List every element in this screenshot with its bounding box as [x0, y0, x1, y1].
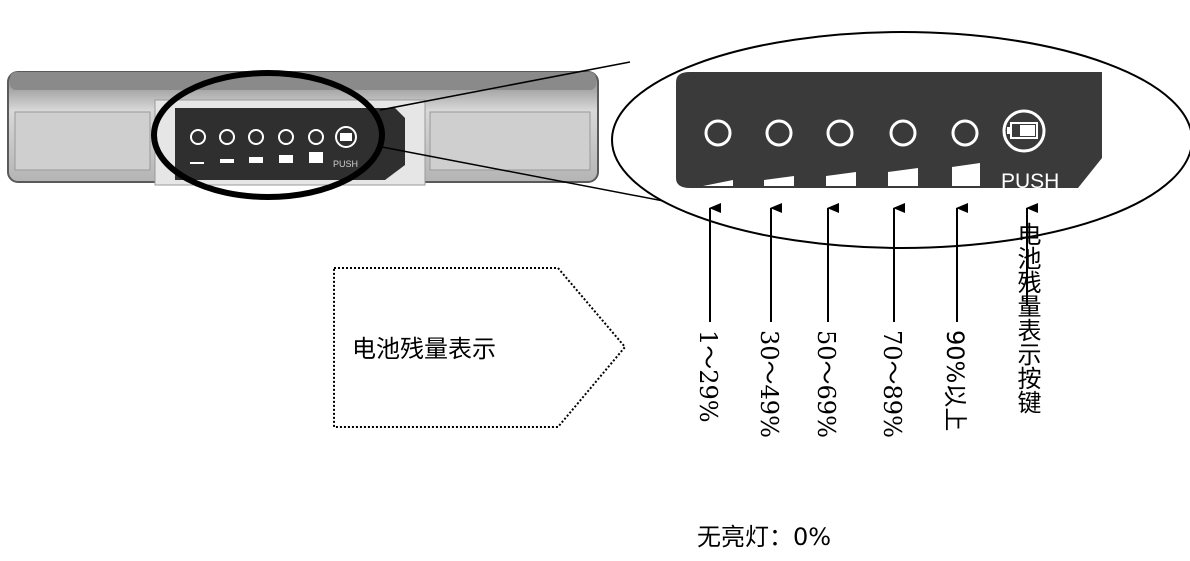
- level-label-2: 30～49%: [755, 330, 783, 438]
- callout-label: 电池残量表示: [352, 335, 496, 363]
- device-indicator-panel: [175, 108, 405, 180]
- zoom-level-bars: [703, 163, 980, 186]
- device-battery-icon: [340, 133, 352, 141]
- level-label-3: 50～69%: [812, 330, 840, 438]
- zoom-indicator-panel: [676, 72, 1102, 188]
- device-level-bars: [190, 152, 323, 164]
- zoom-led-3: [826, 119, 854, 147]
- zoom-led-row: [704, 109, 1046, 153]
- device-led: [190, 129, 206, 145]
- device-level-bar: [190, 162, 204, 164]
- zoom-connector-top: [379, 61, 631, 111]
- level-label-4: 70～89%: [878, 330, 906, 438]
- highlight-ellipse: [151, 70, 385, 200]
- no-light-note: 无亮灯：0%: [697, 523, 831, 551]
- zoom-connector-bottom: [381, 146, 701, 209]
- level-bar-1: [703, 180, 733, 186]
- device-led: [248, 129, 264, 145]
- device-right-recess: [429, 111, 591, 171]
- arrows: [709, 203, 1038, 322]
- zoom-push-button[interactable]: [1002, 109, 1046, 153]
- push-label: PUSH: [1001, 170, 1059, 193]
- push-button-label: 电池残量表示按键: [1013, 222, 1041, 414]
- zoom-led-2: [765, 119, 793, 147]
- device-level-bar: [309, 152, 323, 163]
- device-led-row: [190, 126, 357, 148]
- device-level-bar: [220, 159, 234, 163]
- device-led: [308, 129, 324, 145]
- device-push-label: PUSH: [333, 159, 358, 169]
- device-push-button[interactable]: [335, 126, 357, 148]
- zoom-led-1: [704, 119, 732, 147]
- level-bar-2: [764, 176, 794, 186]
- device-led: [219, 129, 235, 145]
- device-level-bar: [249, 157, 263, 163]
- device-led: [278, 129, 294, 145]
- level-label-1: 1～29%: [694, 330, 722, 423]
- zoom-view: PUSH: [611, 31, 1190, 249]
- zoom-led-4: [889, 119, 917, 147]
- level-bar-5: [952, 163, 980, 186]
- zoom-led-5: [951, 119, 979, 147]
- level-bar-3: [826, 172, 856, 186]
- level-label-5: 90%以上: [941, 330, 969, 431]
- device-top-edge: [10, 72, 596, 90]
- battery-icon: [1007, 122, 1038, 139]
- device-left-recess: [14, 111, 151, 171]
- device-level-bar: [279, 155, 293, 163]
- level-bar-4: [888, 168, 918, 186]
- battery-device: PUSH: [7, 70, 599, 200]
